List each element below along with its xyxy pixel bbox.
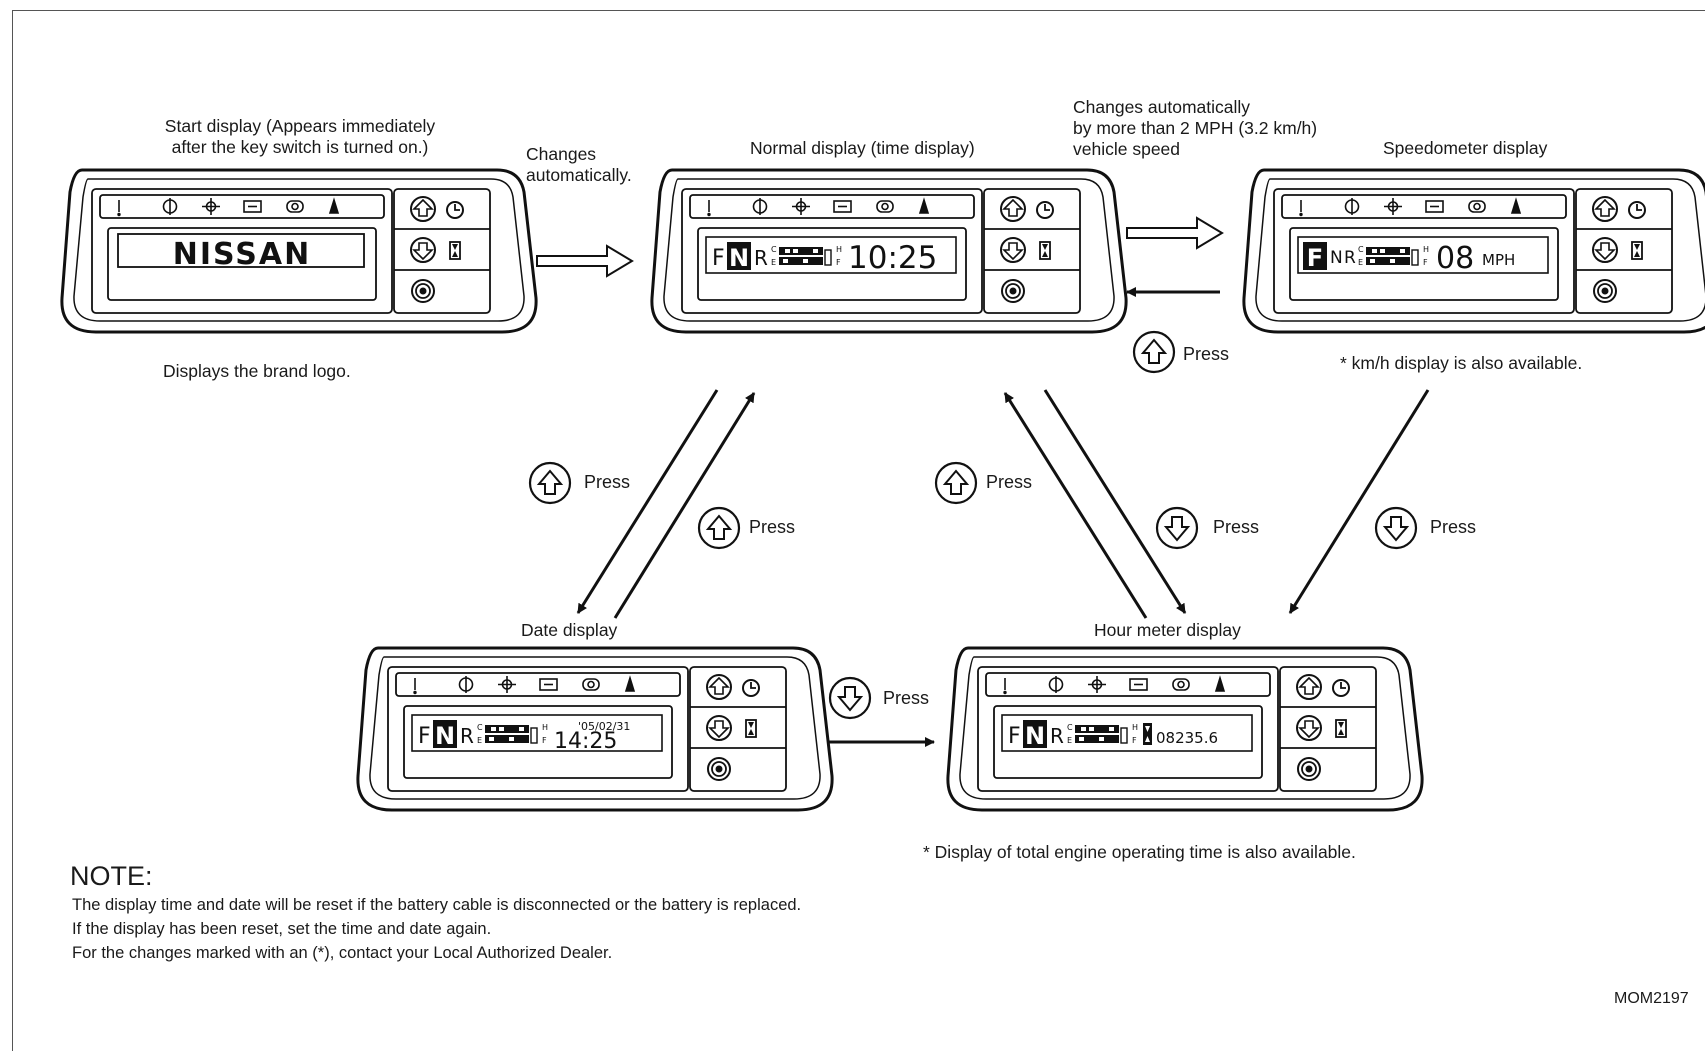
hour-meter-display-panel: F N R C E H F 08235.6 <box>946 646 1424 812</box>
speed-change-label: Changes automatically by more than 2 MPH… <box>1073 97 1317 160</box>
arrow-hour-meter-to-normal <box>1003 392 1148 619</box>
down-arrow-button-icon <box>1374 506 1418 550</box>
temp-c-label: C <box>1067 723 1073 732</box>
speed-screen-value: 08 <box>1436 241 1474 276</box>
fuel-e-label: E <box>771 258 776 267</box>
date-screen-date: '05/02/31 <box>578 720 630 733</box>
note-line-3: For the changes marked with an (*), cont… <box>72 944 613 962</box>
note-line-1: The display time and date will be reset … <box>72 896 802 914</box>
fuel-f-label: F <box>836 258 841 267</box>
gear-r-indicator: R <box>754 246 768 270</box>
arrow-normal-to-speedometer <box>1126 216 1224 250</box>
temp-h-label: H <box>836 245 842 254</box>
down-arrow-button-icon <box>828 676 872 720</box>
normal-display-caption: Normal display (time display) <box>750 138 975 158</box>
press-label: Press <box>883 688 930 708</box>
speedometer-display-panel: F N R C E H F 08 MPH <box>1242 168 1705 334</box>
start-screen-logo: NISSAN <box>173 237 311 272</box>
arrow-normal-to-date <box>576 389 719 614</box>
gear-f-indicator: F <box>1008 724 1021 749</box>
fuel-e-label: E <box>477 736 482 745</box>
gear-n-indicator: N <box>729 244 749 272</box>
temp-h-label: H <box>1423 245 1429 254</box>
start-caption-line-2: after the key switch is turned on.) <box>171 137 429 157</box>
up-arrow-button-icon <box>934 461 978 505</box>
date-display-caption: Date display <box>521 620 618 640</box>
start-display-panel: NISSAN <box>60 168 538 334</box>
press-label: Press <box>1183 344 1230 364</box>
normal-display-panel: F N R C E H F 10:25 <box>650 168 1128 334</box>
press-label: Press <box>1213 517 1260 537</box>
gear-n-indicator: N <box>1025 722 1045 750</box>
arrow-date-to-normal <box>613 392 756 619</box>
up-arrow-button-icon <box>1132 330 1176 374</box>
figure-frame <box>12 10 1705 1051</box>
auto-change-line-1: Changes <box>526 144 597 164</box>
arrow-normal-to-hour-meter <box>1043 389 1187 614</box>
gear-r-indicator: R <box>1050 724 1064 748</box>
gear-r-indicator: R <box>1344 248 1356 268</box>
fuel-e-label: E <box>1358 258 1363 267</box>
temp-h-label: H <box>1132 723 1138 732</box>
fuel-e-label: E <box>1067 736 1072 745</box>
fuel-f-label: F <box>1132 736 1137 745</box>
auto-change-line-2: automatically. <box>526 165 632 185</box>
gear-n-indicator: N <box>435 722 455 750</box>
arrow-speedometer-to-hour-meter <box>1288 389 1430 614</box>
fuel-f-label: F <box>542 736 547 745</box>
down-arrow-button-icon <box>1155 506 1199 550</box>
speedometer-display-caption: Speedometer display <box>1383 138 1548 158</box>
start-display-note: Displays the brand logo. <box>163 361 351 381</box>
note-line-2: If the display has been reset, set the t… <box>72 920 492 938</box>
fuel-f-label: F <box>1423 258 1428 267</box>
gear-f-indicator: F <box>712 246 725 271</box>
gear-n-indicator: N <box>1330 248 1343 268</box>
press-label: Press <box>1430 517 1477 537</box>
date-screen-time: 14:25 <box>554 729 617 754</box>
hourglass-icon <box>1143 723 1152 745</box>
press-label: Press <box>986 472 1033 492</box>
press-label: Press <box>584 472 631 492</box>
hour-meter-display-note: * Display of total engine operating time… <box>923 842 1356 862</box>
auto-change-label: Changes automatically. <box>526 144 632 186</box>
normal-screen-time: 10:25 <box>848 240 937 276</box>
gear-f-indicator: F <box>418 724 431 749</box>
speed-change-line-2: by more than 2 MPH (3.2 km/h) <box>1073 118 1318 138</box>
note-title: NOTE: <box>70 861 153 891</box>
speed-change-line-3: vehicle speed <box>1073 139 1181 159</box>
up-arrow-button-icon <box>528 461 572 505</box>
start-display-caption: Start display (Appears immediately after… <box>120 116 480 158</box>
hour-meter-display-caption: Hour meter display <box>1094 620 1241 640</box>
temp-c-label: C <box>1358 245 1364 254</box>
up-arrow-button-icon <box>697 506 741 550</box>
date-display-panel: F N R C E H F '05/02/31 14:25 <box>356 646 834 812</box>
start-caption-line-1: Start display (Appears immediately <box>164 116 436 136</box>
arrow-start-to-normal <box>536 244 634 278</box>
speed-change-line-1: Changes automatically <box>1073 97 1251 117</box>
temp-c-label: C <box>477 723 483 732</box>
press-label: Press <box>749 517 796 537</box>
speed-screen-unit: MPH <box>1482 251 1515 269</box>
figure-code: MOM2197 <box>1614 990 1689 1007</box>
display-mode-diagram: NISSAN F N R C E H F 10:25 F N R C E <box>60 168 1705 812</box>
gear-r-indicator: R <box>460 724 474 748</box>
speedometer-display-note: * km/h display is also available. <box>1340 353 1583 373</box>
hour-meter-screen-value: 08235.6 <box>1156 729 1218 747</box>
temp-c-label: C <box>771 245 777 254</box>
temp-h-label: H <box>542 723 548 732</box>
gear-f-indicator: F <box>1307 244 1323 272</box>
